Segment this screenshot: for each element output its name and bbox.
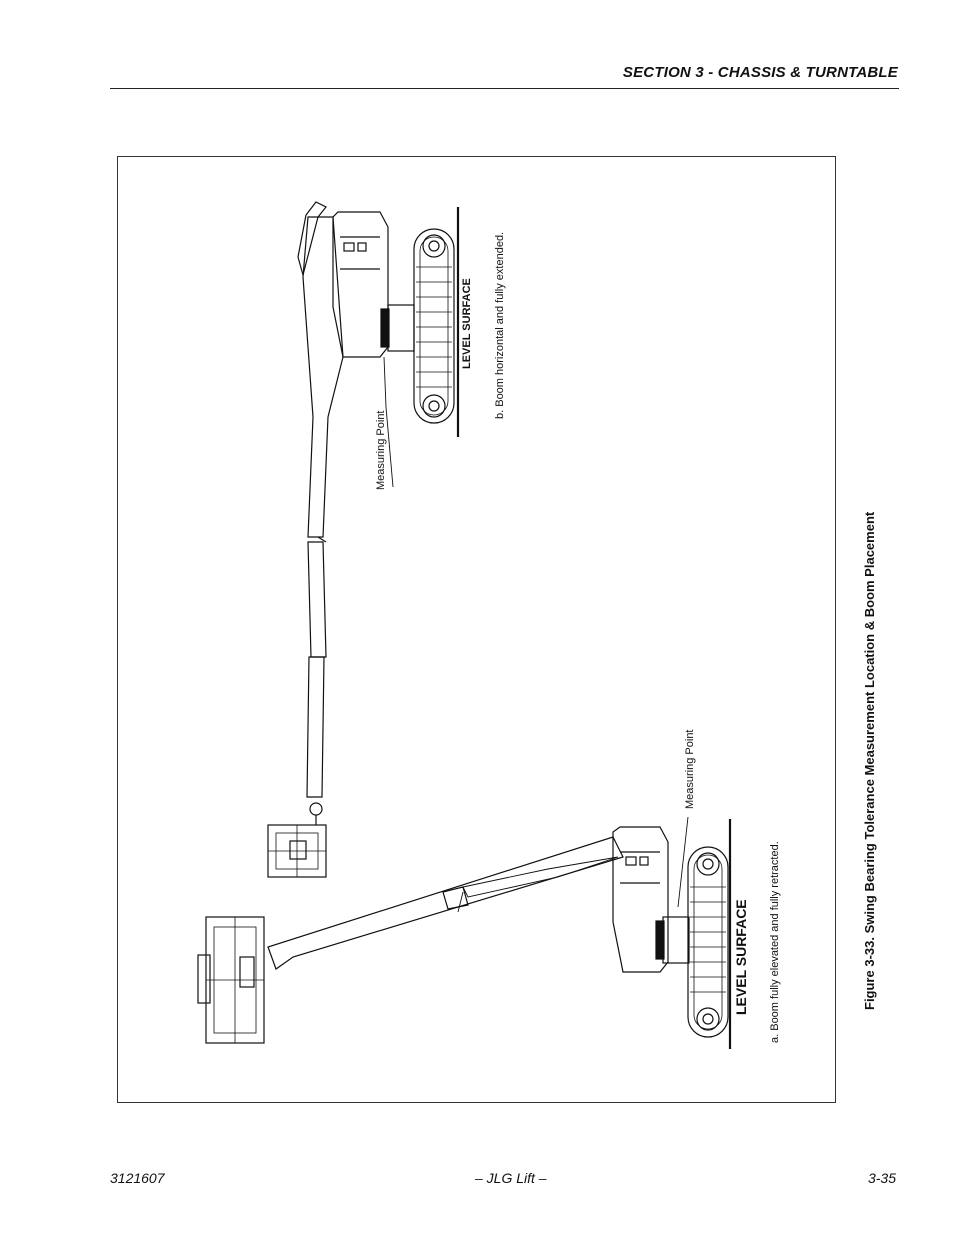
view-b-description: b. Boom horizontal and fully extended. bbox=[494, 232, 506, 419]
header-divider bbox=[110, 88, 899, 89]
track-a bbox=[687, 846, 729, 1038]
document-number: 3121607 bbox=[110, 1170, 165, 1186]
machine-a bbox=[197, 816, 732, 1049]
measuring-point-label-b: Measuring Point bbox=[375, 411, 387, 491]
figure-illustration: LEVEL SURFACE b. Boom horizontal and ful… bbox=[197, 201, 781, 1049]
level-surface-label-a: LEVEL SURFACE bbox=[733, 899, 749, 1015]
section-title: SECTION 3 - CHASSIS & TURNTABLE bbox=[622, 64, 898, 81]
view-a-description: a. Boom fully elevated and fully retract… bbox=[769, 841, 781, 1043]
footer-publisher: – JLG Lift – bbox=[475, 1170, 547, 1186]
figure-frame: LEVEL SURFACE b. Boom horizontal and ful… bbox=[117, 156, 836, 1103]
page-number: 3-35 bbox=[867, 1170, 896, 1186]
machine-b bbox=[267, 201, 460, 878]
measuring-point-label-a: Measuring Point bbox=[684, 730, 696, 810]
figure-caption: Figure 3-33. Swing Bearing Tolerance Mea… bbox=[862, 511, 877, 1010]
level-surface-label-b: LEVEL SURFACE bbox=[461, 278, 473, 369]
